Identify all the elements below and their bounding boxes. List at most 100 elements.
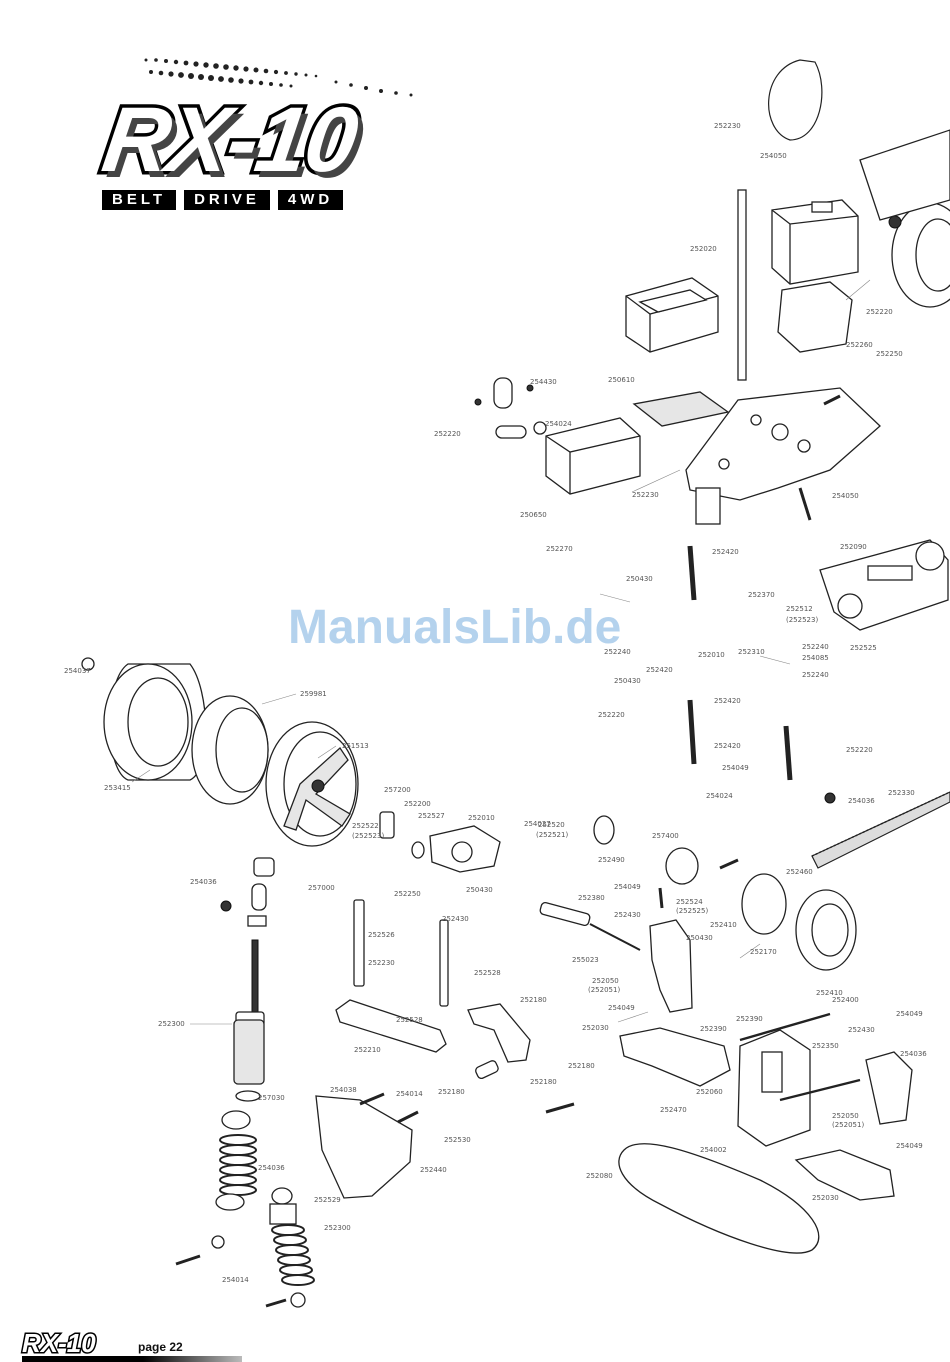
servo-saver <box>777 281 853 353</box>
part-label-l73: 252180 <box>438 1088 465 1096</box>
part-label-l103: 252020 <box>690 245 717 253</box>
part-label-l76: 257030 <box>258 1094 285 1102</box>
part-label-l58: 250430 <box>686 934 713 942</box>
steering-linkage <box>335 999 531 1079</box>
badge-4wd: 4WD <box>277 190 344 210</box>
part-label-l92: 252400 <box>832 996 859 1004</box>
part-label-l87: 252080 <box>586 1172 613 1180</box>
watermark: ManualsLib.de <box>288 601 622 654</box>
badge-belt: BELT <box>102 190 177 210</box>
part-label-l72: 252350 <box>812 1042 839 1050</box>
part-label-l42: (252521) <box>536 831 568 839</box>
part-label-l37: 252522 <box>352 822 379 830</box>
part-label-l38: (252523) <box>352 832 384 840</box>
wheel-nut <box>81 657 95 671</box>
part-label-l93: 252410 <box>816 989 843 997</box>
servo-link <box>474 377 547 439</box>
part-label-l96: 254049 <box>896 1010 923 1018</box>
part-label-l25: 254036 <box>848 797 875 805</box>
part-label-l100: 252090 <box>840 543 867 551</box>
part-label-l51: 252230 <box>368 959 395 967</box>
front-drive-shaft <box>539 901 641 951</box>
front-servo <box>545 417 641 495</box>
part-label-l3: 254024 <box>545 420 572 428</box>
part-label-l85: 252300 <box>324 1224 351 1232</box>
part-label-l8: 252270 <box>546 545 573 553</box>
part-label-l65: 252528 <box>396 1016 423 1024</box>
part-label-l11: 252010 <box>698 651 725 659</box>
part-label-l75: 252180 <box>568 1062 595 1070</box>
part-label-l19: 252240 <box>802 671 829 679</box>
belt-pulley <box>593 815 857 971</box>
part-label-l79: 252060 <box>696 1088 723 1096</box>
kingpins <box>353 899 449 1007</box>
part-label-l59: 252410 <box>710 921 737 929</box>
part-label-l16: 252310 <box>738 648 765 656</box>
shock-tower <box>315 1095 413 1199</box>
leader-lines <box>131 279 871 1025</box>
part-label-l27: 252370 <box>748 591 775 599</box>
part-label-l33: 253415 <box>104 784 131 792</box>
front-tire <box>103 663 207 781</box>
part-label-l57: (252525) <box>676 907 708 915</box>
part-label-l44: 257400 <box>652 832 679 840</box>
part-label-l67: 254049 <box>608 1004 635 1012</box>
part-label-l66: 252180 <box>520 996 547 1004</box>
part-label-l35: 252200 <box>404 800 431 808</box>
part-label-l82: 252440 <box>420 1166 447 1174</box>
part-label-l53: 252380 <box>578 894 605 902</box>
part-label-l97: 254036 <box>900 1050 927 1058</box>
part-label-l55: 254049 <box>614 883 641 891</box>
part-label-l78: 254014 <box>396 1090 423 1098</box>
rear-lower-arm <box>794 1051 913 1201</box>
part-label-l34: 257200 <box>384 786 411 794</box>
part-label-l6: 254050 <box>832 492 859 500</box>
part-label-l45: 254036 <box>190 878 217 886</box>
part-label-l80: 252530 <box>444 1136 471 1144</box>
part-label-l14: 250430 <box>614 677 641 685</box>
part-label-l98: 252330 <box>888 789 915 797</box>
lower-suspension-arm <box>619 1012 861 1102</box>
part-label-l49: 252430 <box>442 915 469 923</box>
part-label-l2: 250610 <box>608 376 635 384</box>
front-shock <box>211 857 275 1249</box>
part-label-l26: 252460 <box>786 868 813 876</box>
part-label-l52: 252528 <box>474 969 501 977</box>
part-label-l64: 252300 <box>158 1020 185 1028</box>
part-label-l48: 250430 <box>466 886 493 894</box>
part-label-l12: 252240 <box>604 648 631 656</box>
part-label-l101: 252230 <box>714 122 741 130</box>
antenna-loop <box>768 59 823 141</box>
adhesive-pad <box>632 391 730 427</box>
part-label-l22: 254049 <box>722 764 749 772</box>
logo-badges: BELT DRIVE 4WD <box>102 190 344 210</box>
part-label-l91: 252030 <box>812 1194 839 1202</box>
part-label-l71: 252390 <box>736 1015 763 1023</box>
front-bulkhead <box>649 919 811 1147</box>
part-label-l29: (252523) <box>786 616 818 624</box>
front-rim <box>265 721 359 847</box>
part-label-l18: 254085 <box>802 654 829 662</box>
part-label-l23: 252220 <box>846 746 873 754</box>
front-skid-plate <box>618 1143 820 1254</box>
part-label-l84: 252529 <box>314 1196 341 1204</box>
part-label-l81: 252470 <box>660 1106 687 1114</box>
footer-bar <box>22 1356 242 1362</box>
part-label-l86: 254014 <box>222 1276 249 1284</box>
part-label-l94: 252430 <box>848 1026 875 1034</box>
part-label-l4: 252220 <box>434 430 461 438</box>
part-label-l83: 254036 <box>258 1164 285 1172</box>
part-label-l39: 252010 <box>468 814 495 822</box>
part-label-l24: 254024 <box>706 792 733 800</box>
part-label-l28: 252512 <box>786 605 813 613</box>
part-label-l70: 252390 <box>700 1025 727 1033</box>
part-label-l69: 252030 <box>582 1024 609 1032</box>
part-label-l20: 252420 <box>714 697 741 705</box>
part-label-l1: 254430 <box>530 378 557 386</box>
part-label-l43: 252490 <box>598 856 625 864</box>
servo-part <box>771 199 859 285</box>
part-label-l41: 252520 <box>538 821 565 829</box>
receiver-box <box>625 277 719 353</box>
